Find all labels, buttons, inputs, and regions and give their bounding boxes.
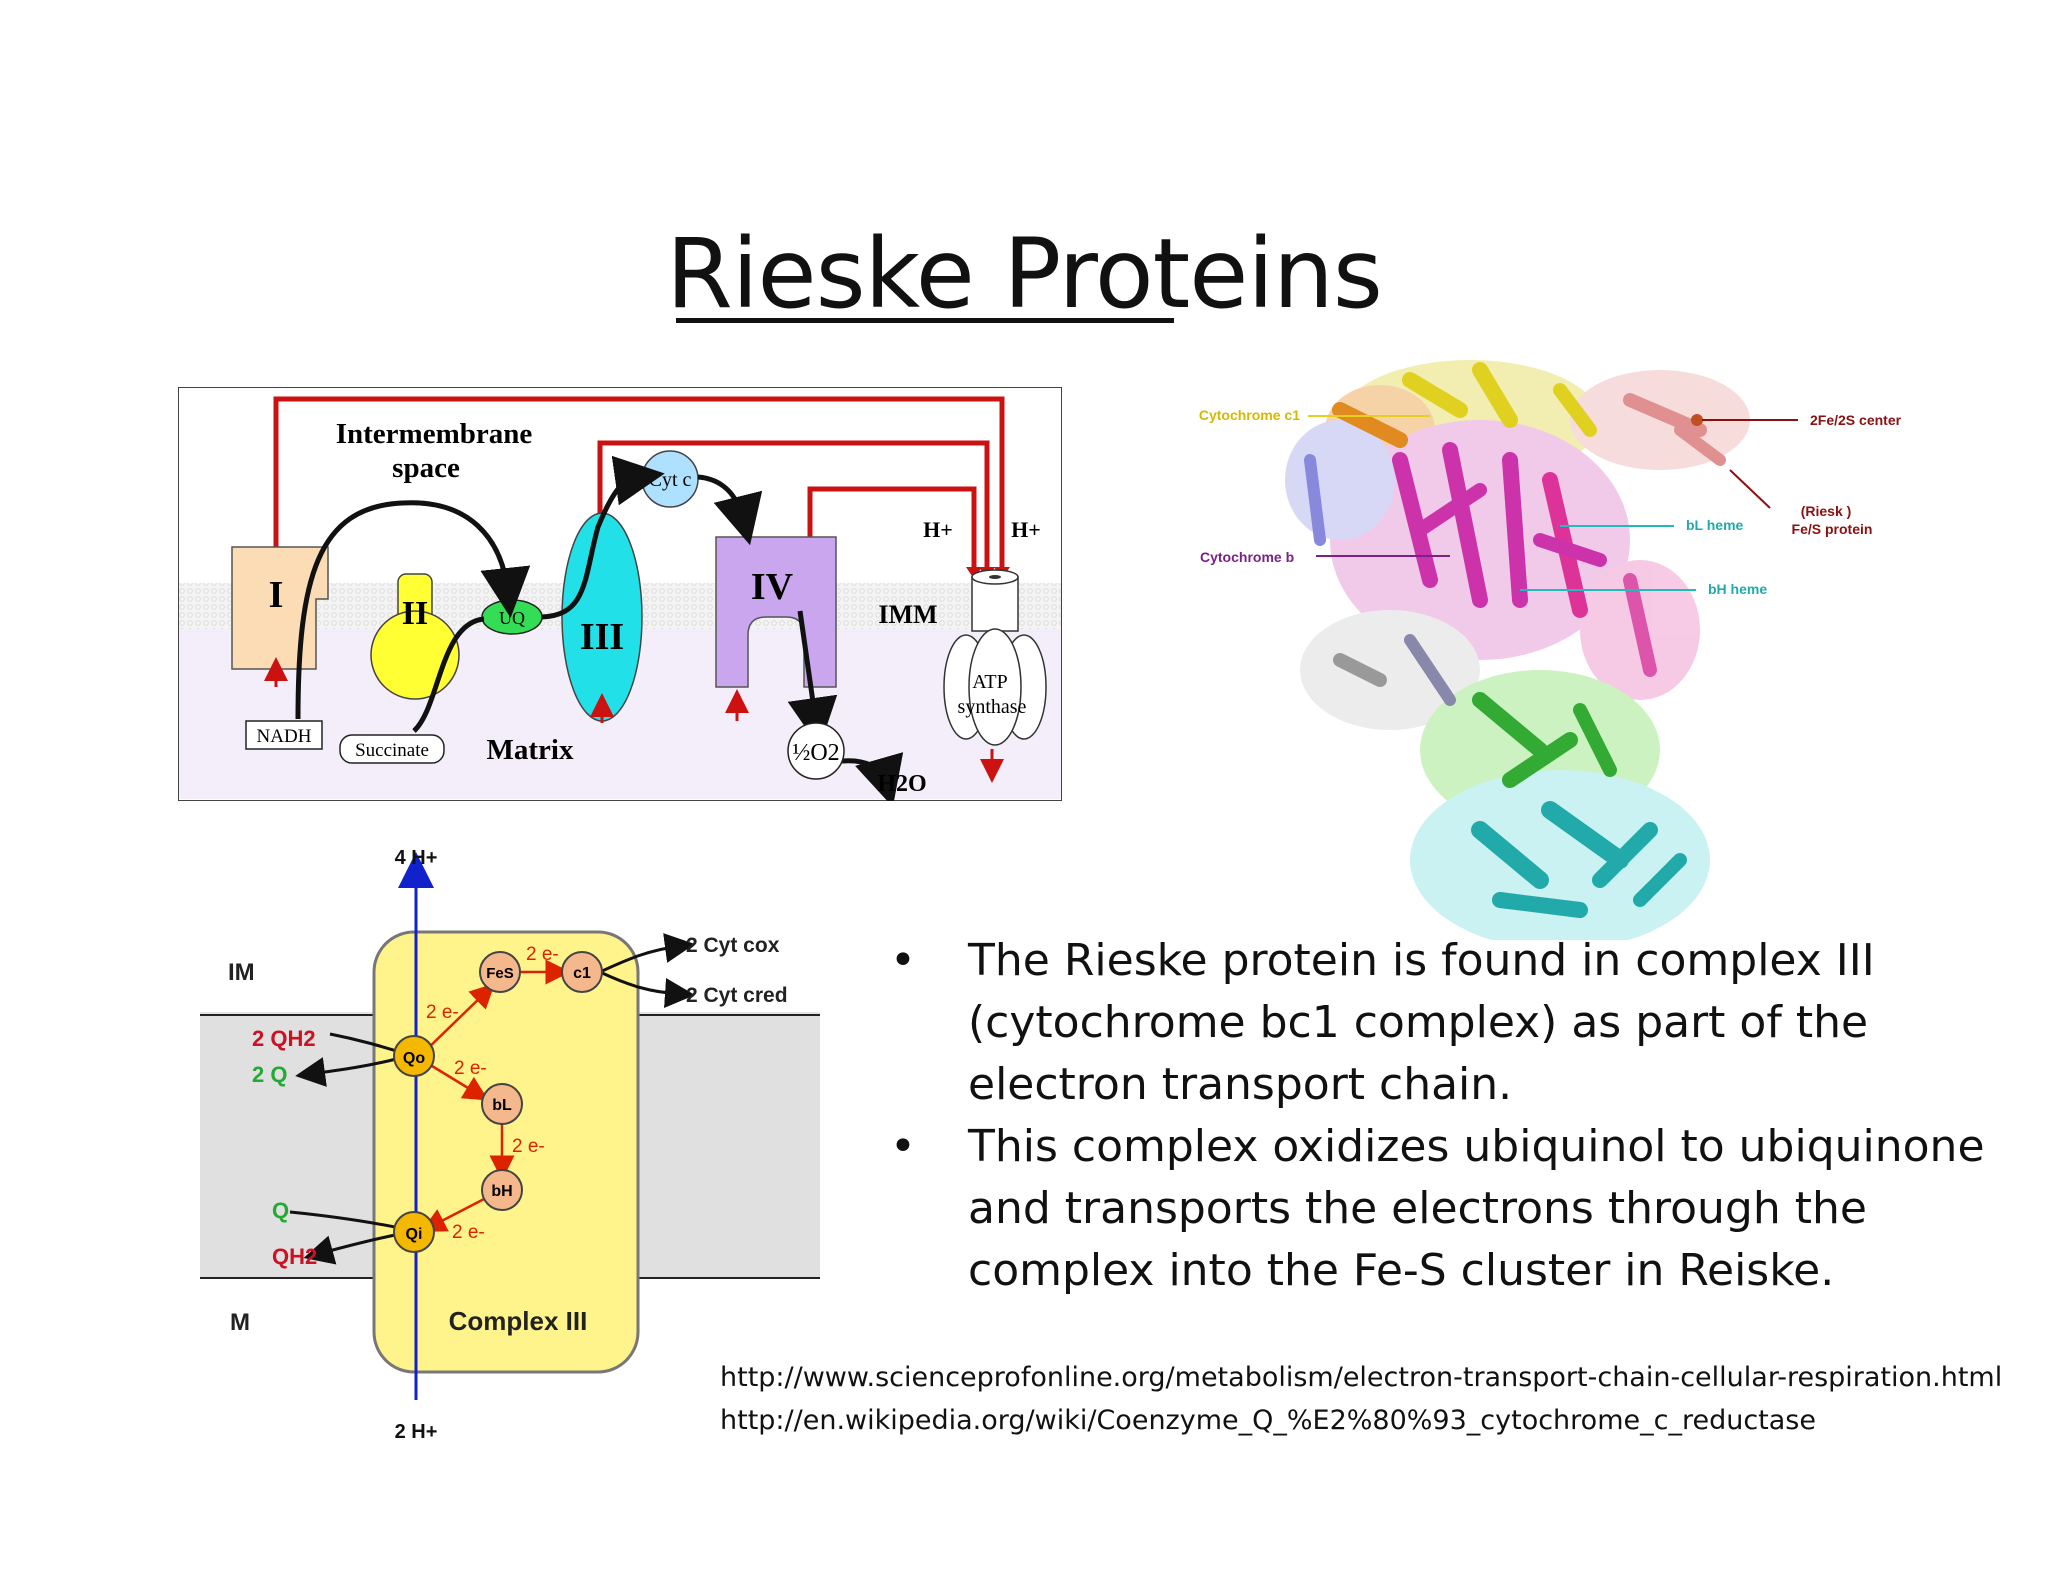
electron-label-4: 2 e- [512, 1136, 545, 1157]
title-underline [676, 318, 1174, 323]
matrix-label: Matrix [487, 734, 574, 766]
electron-paths [295, 455, 904, 801]
complex-III-name: Complex III [449, 1306, 588, 1336]
complex-II-label: II [402, 595, 428, 632]
fe2s-center-dot [1691, 414, 1703, 426]
water-label: H2O [877, 771, 926, 797]
bullet-dot: • [890, 935, 916, 986]
c1-label: c1 [573, 965, 591, 982]
im-label: IM [228, 959, 255, 986]
electron-label-5: 2 e- [452, 1222, 485, 1243]
riesk-label-1: (Riesk ) [1801, 503, 1852, 519]
bullet-dot: • [890, 1121, 916, 1172]
c1-heme [561, 951, 603, 993]
complex-IV-label: IV [751, 566, 794, 608]
bullet-item: • This complex oxidizes ubiquinol to ubi… [890, 1116, 1990, 1302]
complex-III-box [372, 930, 640, 1374]
bullet-item: • The Rieske protein is found in complex… [890, 930, 1990, 1116]
protein-structure: Cytochrome c1 2Fe/2S center (Riesk ) Fe/… [1199, 360, 1902, 940]
atp-synthase-pore [989, 575, 1001, 579]
oxygen-label: ½O2 [792, 740, 839, 766]
complex-I-shape [231, 546, 329, 670]
source-link[interactable]: http://en.wikipedia.org/wiki/Coenzyme_Q_… [720, 1405, 1816, 1436]
electron-arrows [420, 959, 571, 1232]
bullet-text: This complex oxidizes ubiquinol to ubiqu… [968, 1121, 1985, 1296]
bl-heme-label: bL heme [1686, 517, 1744, 533]
bullet-list: • The Rieske protein is found in complex… [890, 930, 1990, 1302]
qi-site [393, 1211, 435, 1253]
fe2s-center-label: 2Fe/2S center [1810, 412, 1902, 428]
riesk-leader [1729, 469, 1771, 509]
slide-title: Rieske Proteins [666, 218, 1383, 330]
succinate-label: Succinate [355, 740, 429, 761]
bullet-text: The Rieske protein is found in complex I… [968, 935, 1875, 1110]
nadh-box [245, 720, 323, 750]
source-link[interactable]: http://www.scienceprofonline.org/metabol… [720, 1362, 2003, 1393]
proton-routes [273, 396, 1005, 567]
h-plus-label-2: H+ [1011, 517, 1041, 542]
source-list: http://www.scienceprofonline.org/metabol… [720, 1356, 2002, 1442]
q-in-label: Q [272, 1198, 289, 1223]
qh2-out-label: QH2 [272, 1244, 317, 1269]
q-out-label: 2 Q [252, 1062, 287, 1087]
fes-label: FeS [486, 965, 514, 982]
atp-label-1: ATP [972, 671, 1008, 693]
qo-site [393, 1035, 435, 1077]
electron-label-2: 2 e- [526, 944, 559, 965]
cyt-ox-label: 2 Cyt cox [686, 934, 780, 957]
cyt-c-label: Cyt c [649, 469, 692, 491]
atp-synthase-stalk [971, 576, 1019, 632]
riesk-label-2: Fe/S protein [1792, 521, 1873, 537]
bl-label: bL [492, 1097, 512, 1114]
complex-I-label: I [269, 574, 284, 616]
bh-label: bH [491, 1183, 512, 1200]
uq-label: UQ [499, 608, 525, 628]
protein-helices [1304, 362, 1726, 918]
bh-heme-label: bH heme [1708, 581, 1767, 597]
electron-label-1: 2 e- [426, 1002, 459, 1023]
complex-III-label: III [580, 616, 624, 658]
complex-III-diagram: 4 H+ IM M 2 QH2 2 Q Q QH2 Qo Qi FeS c1 b… [200, 847, 820, 1443]
atp-synthase-lobe-center [968, 628, 1022, 746]
bl-heme [481, 1083, 523, 1125]
bottom-protons-label: 2 H+ [395, 1421, 438, 1443]
intermembrane-label-1: Intermembrane [336, 418, 533, 450]
atp-label-2: synthase [958, 696, 1027, 718]
electron-label-3: 2 e- [454, 1058, 487, 1079]
imm-label: IMM [878, 600, 937, 629]
nadh-label: NADH [257, 726, 312, 747]
fes-cluster [479, 951, 521, 993]
bh-heme [481, 1169, 523, 1211]
etc-diagram: I II UQ III Cyt c IV ATP synthase Interm… [178, 387, 1062, 801]
intermembrane-label-2: space [392, 452, 460, 484]
m-label: M [230, 1309, 250, 1336]
oxygen-node [787, 722, 845, 780]
qh2-in-label: 2 QH2 [252, 1026, 316, 1051]
succinate-box [339, 734, 445, 764]
qo-label: Qo [403, 1050, 425, 1067]
cyt-red-label: 2 Cyt cred [686, 984, 788, 1007]
cytochrome-b-label: Cytochrome b [1200, 549, 1294, 565]
qi-label: Qi [406, 1226, 423, 1243]
cytochrome-c1-label: Cytochrome c1 [1199, 407, 1300, 423]
top-protons-label: 4 H+ [395, 847, 438, 869]
h-plus-label-1: H+ [923, 517, 953, 542]
